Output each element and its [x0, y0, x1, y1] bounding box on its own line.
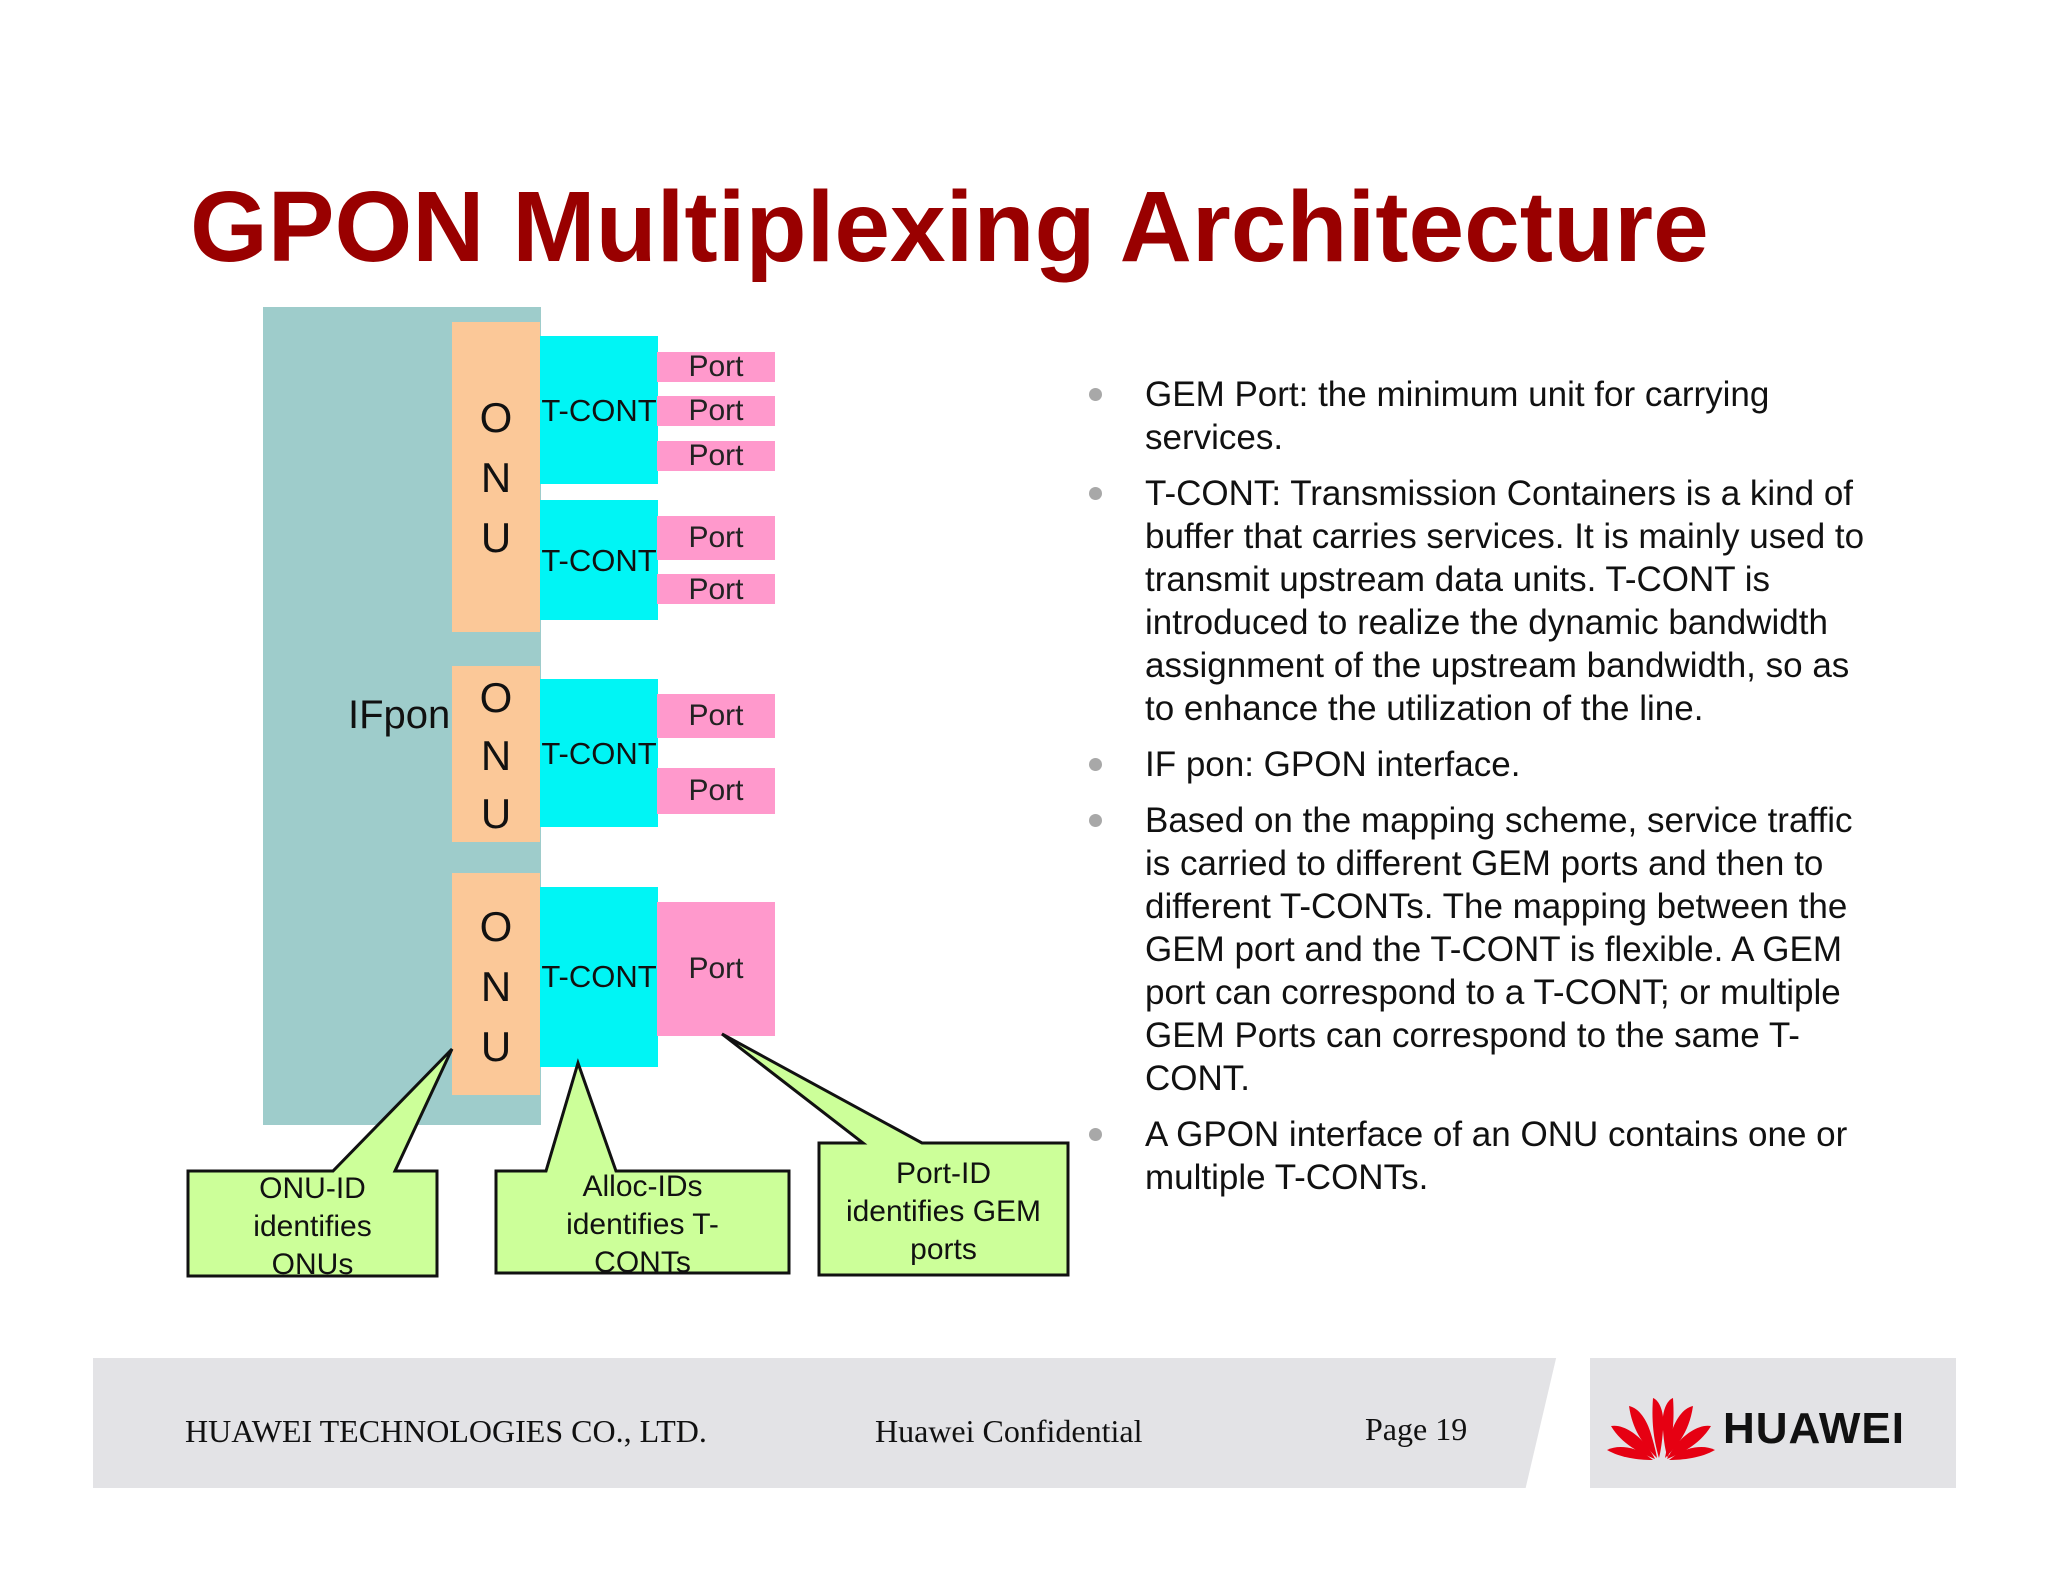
ifpon-label: IFpon	[348, 693, 451, 737]
tcont-block: T-CONT	[540, 679, 658, 827]
bullet-item: IF pon: GPON interface.	[1085, 743, 1935, 786]
bullet-line: assignment of the upstream bandwidth, so…	[1145, 646, 1850, 685]
onu-letter: O	[479, 903, 513, 950]
bullet-line: Based on the mapping scheme, service tra…	[1145, 801, 1853, 840]
gem-port: Port	[657, 768, 775, 814]
bullet-line: A GPON interface of an ONU contains one …	[1145, 1115, 1848, 1154]
bullet-line: CONT.	[1145, 1059, 1250, 1098]
onu-block-1: O N U	[452, 322, 540, 632]
onu-letter: N	[480, 732, 512, 779]
tcont-label: T-CONT	[541, 736, 657, 771]
slide-title: GPON Multiplexing Architecture	[190, 171, 1709, 283]
gem-port: Port	[657, 441, 775, 471]
tcont-label: T-CONT	[541, 543, 657, 578]
port-id-callout: Port-ID identifies GEM ports	[819, 1155, 1068, 1269]
bullet-line: buffer that carries services. It is main…	[1145, 517, 1865, 556]
callout-line: identifies T-	[566, 1208, 719, 1241]
gem-port: Port	[657, 902, 775, 1036]
bullet-list: GEM Port: the minimum unit for carrying …	[1085, 373, 1935, 1212]
bullet-item: GEM Port: the minimum unit for carrying …	[1085, 373, 1935, 459]
bullet-line: is carried to different GEM ports and th…	[1145, 844, 1824, 883]
gem-port: Port	[657, 694, 775, 738]
bullet-line: transmit upstream data units. T-CONT is	[1145, 560, 1771, 599]
onu-letter: O	[479, 394, 513, 441]
tcont-block: T-CONT	[540, 336, 658, 484]
bullet-item: A GPON interface of an ONU contains one …	[1085, 1113, 1935, 1199]
onu-letter: U	[480, 790, 512, 837]
gem-port: Port	[657, 516, 775, 560]
alloc-id-callout-shape	[494, 1058, 791, 1275]
gem-port: Port	[657, 352, 775, 382]
bullet-line: GEM Ports can correspond to the same T-	[1145, 1016, 1800, 1055]
onu-letter: O	[479, 674, 513, 721]
tcont-block: T-CONT	[540, 887, 658, 1067]
tcont-block: T-CONT	[540, 500, 658, 620]
onu-letter: U	[480, 1023, 512, 1070]
tcont-label: T-CONT	[541, 959, 657, 994]
onu-id-callout: ONU-ID identifies ONUs	[188, 1170, 437, 1284]
onu-letter: U	[480, 514, 512, 561]
bullet-line: T-CONT: Transmission Containers is a kin…	[1145, 474, 1854, 513]
bullet-line: port can correspond to a T-CONT; or mult…	[1145, 973, 1841, 1012]
callout-line: identifies GEM	[845, 1195, 1042, 1228]
callout-line: identifies	[253, 1210, 372, 1243]
huawei-wordmark: HUAWEI	[1723, 1404, 1905, 1453]
bullet-line: GEM Port: the minimum unit for carrying	[1145, 375, 1770, 414]
huawei-petal-icon	[1607, 1398, 1715, 1460]
tcont-label: T-CONT	[541, 393, 657, 428]
bullet-line: services.	[1145, 418, 1284, 457]
bullet-line: IF pon: GPON interface.	[1145, 745, 1521, 784]
bullet-dot-icon	[1089, 1128, 1102, 1141]
onu-block-2: O N U	[452, 666, 540, 842]
callout-line: ONU-ID	[259, 1172, 366, 1205]
gem-port: Port	[657, 574, 775, 606]
bullet-line: GEM port and the T-CONT is flexible. A G…	[1145, 930, 1843, 969]
alloc-id-callout: Alloc-IDs identifies T- CONTs	[496, 1168, 789, 1282]
port-id-callout-shape	[721, 1032, 1070, 1277]
callout-line: ports	[910, 1233, 977, 1266]
onu-block-3: O N U	[452, 873, 540, 1095]
bullet-item: Based on the mapping scheme, service tra…	[1085, 799, 1935, 1100]
callout-line: Alloc-IDs	[582, 1170, 703, 1203]
bullet-dot-icon	[1089, 814, 1102, 827]
footer-page-number: Page 19	[1365, 1411, 1468, 1447]
bullet-line: introduced to realize the dynamic bandwi…	[1145, 603, 1828, 642]
onu-id-callout-shape	[186, 1047, 454, 1278]
gem-port: Port	[657, 396, 775, 426]
footer-company: HUAWEI TECHNOLOGIES CO., LTD.	[185, 1413, 707, 1449]
bullet-dot-icon	[1089, 487, 1102, 500]
callout-line: ONUs	[271, 1248, 354, 1281]
bullet-line: different T-CONTs. The mapping between t…	[1145, 887, 1848, 926]
bullet-dot-icon	[1089, 388, 1102, 401]
bullet-line: multiple T-CONTs.	[1145, 1158, 1429, 1197]
onu-letter: N	[480, 454, 512, 501]
callout-line: Port-ID	[895, 1157, 991, 1190]
huawei-logo: HUAWEI	[1605, 1392, 1915, 1462]
bullet-dot-icon	[1089, 758, 1102, 771]
onu-letter: N	[480, 963, 512, 1010]
callout-line: CONTs	[594, 1246, 691, 1279]
bullet-item: T-CONT: Transmission Containers is a kin…	[1085, 472, 1935, 730]
bullet-line: to enhance the utilization of the line.	[1145, 689, 1704, 728]
footer-divider	[1524, 1350, 1590, 1495]
footer-confidential: Huawei Confidential	[875, 1413, 1143, 1449]
